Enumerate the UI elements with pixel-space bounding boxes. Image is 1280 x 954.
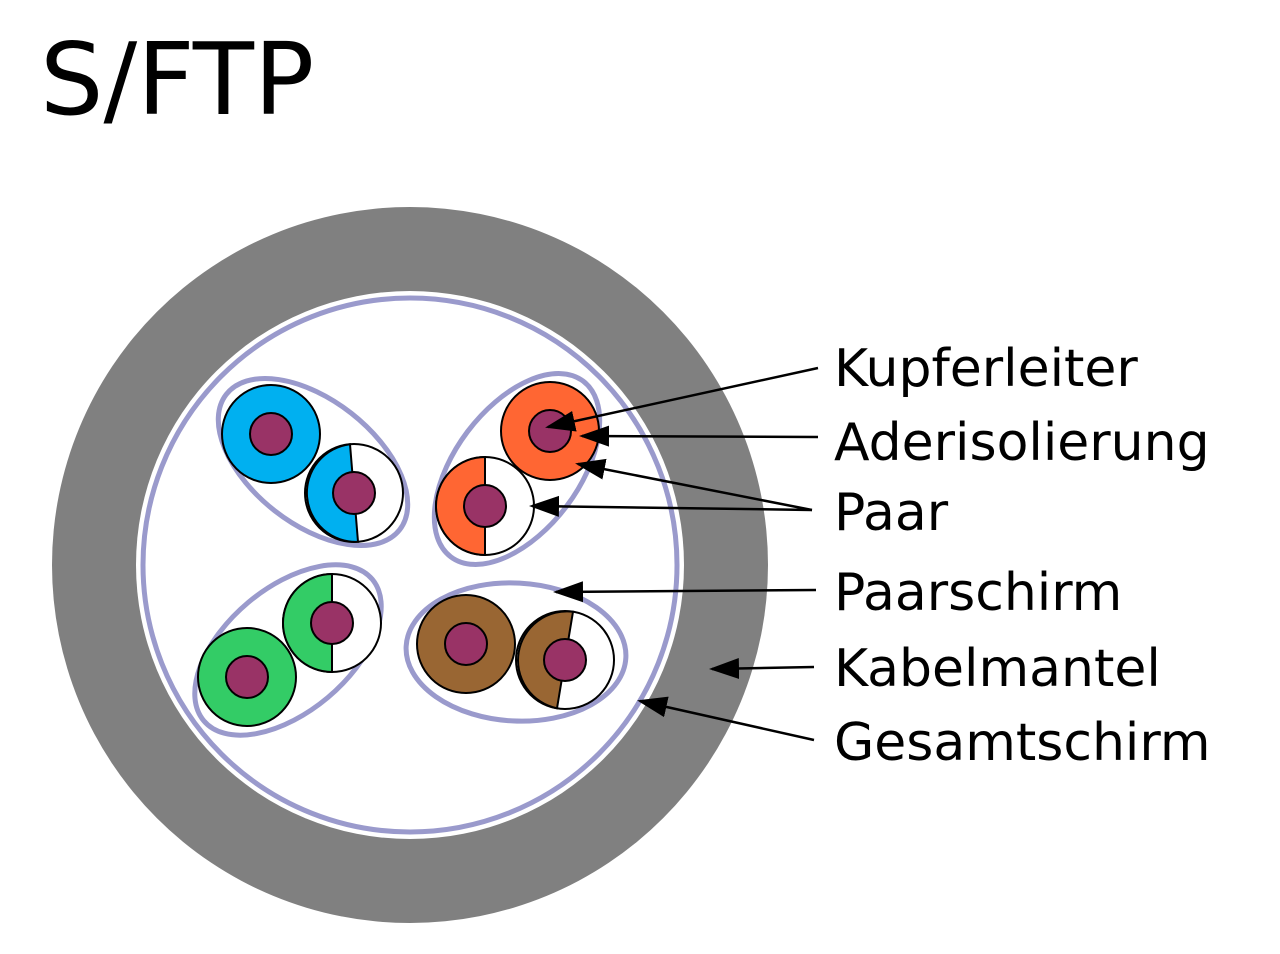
pair-blue <box>215 375 411 549</box>
wire-orange-white-stripe <box>435 455 486 557</box>
diagram-title: S/FTP <box>40 21 315 138</box>
arrow-aderisolierung <box>579 425 819 447</box>
label-kabelmantel: Kabelmantel <box>834 639 1161 699</box>
label-aderisolierung: Aderisolierung <box>834 413 1210 473</box>
wire-blue-white-conductor <box>332 471 376 515</box>
arrow-paar-1 <box>575 458 813 512</box>
wire-green-white-stripe <box>282 572 333 674</box>
wire-orange-conductor <box>528 409 572 453</box>
wire-green-conductor <box>225 655 269 699</box>
label-paarschirm: Paarschirm <box>834 563 1122 623</box>
label-kupferleiter: Kupferleiter <box>834 339 1138 399</box>
pair-brown <box>403 580 629 724</box>
cable-interior <box>136 291 684 839</box>
arrow-paar-2 <box>529 495 813 517</box>
wire-blue-conductor <box>249 412 293 456</box>
wire-green-white-conductor <box>310 601 354 645</box>
label-gesamtschirm: Gesamtschirm <box>834 713 1211 773</box>
arrow-kupferleiter <box>545 366 819 432</box>
overall-shield <box>140 295 680 835</box>
arrow-gesamtschirm <box>637 696 815 742</box>
wire-brown-white-conductor <box>543 638 587 682</box>
wire-orange-white-conductor <box>463 484 507 528</box>
pair-green <box>192 562 384 738</box>
arrow-kabelmantel <box>709 657 815 679</box>
label-paar: Paar <box>834 483 949 543</box>
wire-brown-conductor <box>444 622 488 666</box>
arrow-paarschirm <box>553 581 817 603</box>
